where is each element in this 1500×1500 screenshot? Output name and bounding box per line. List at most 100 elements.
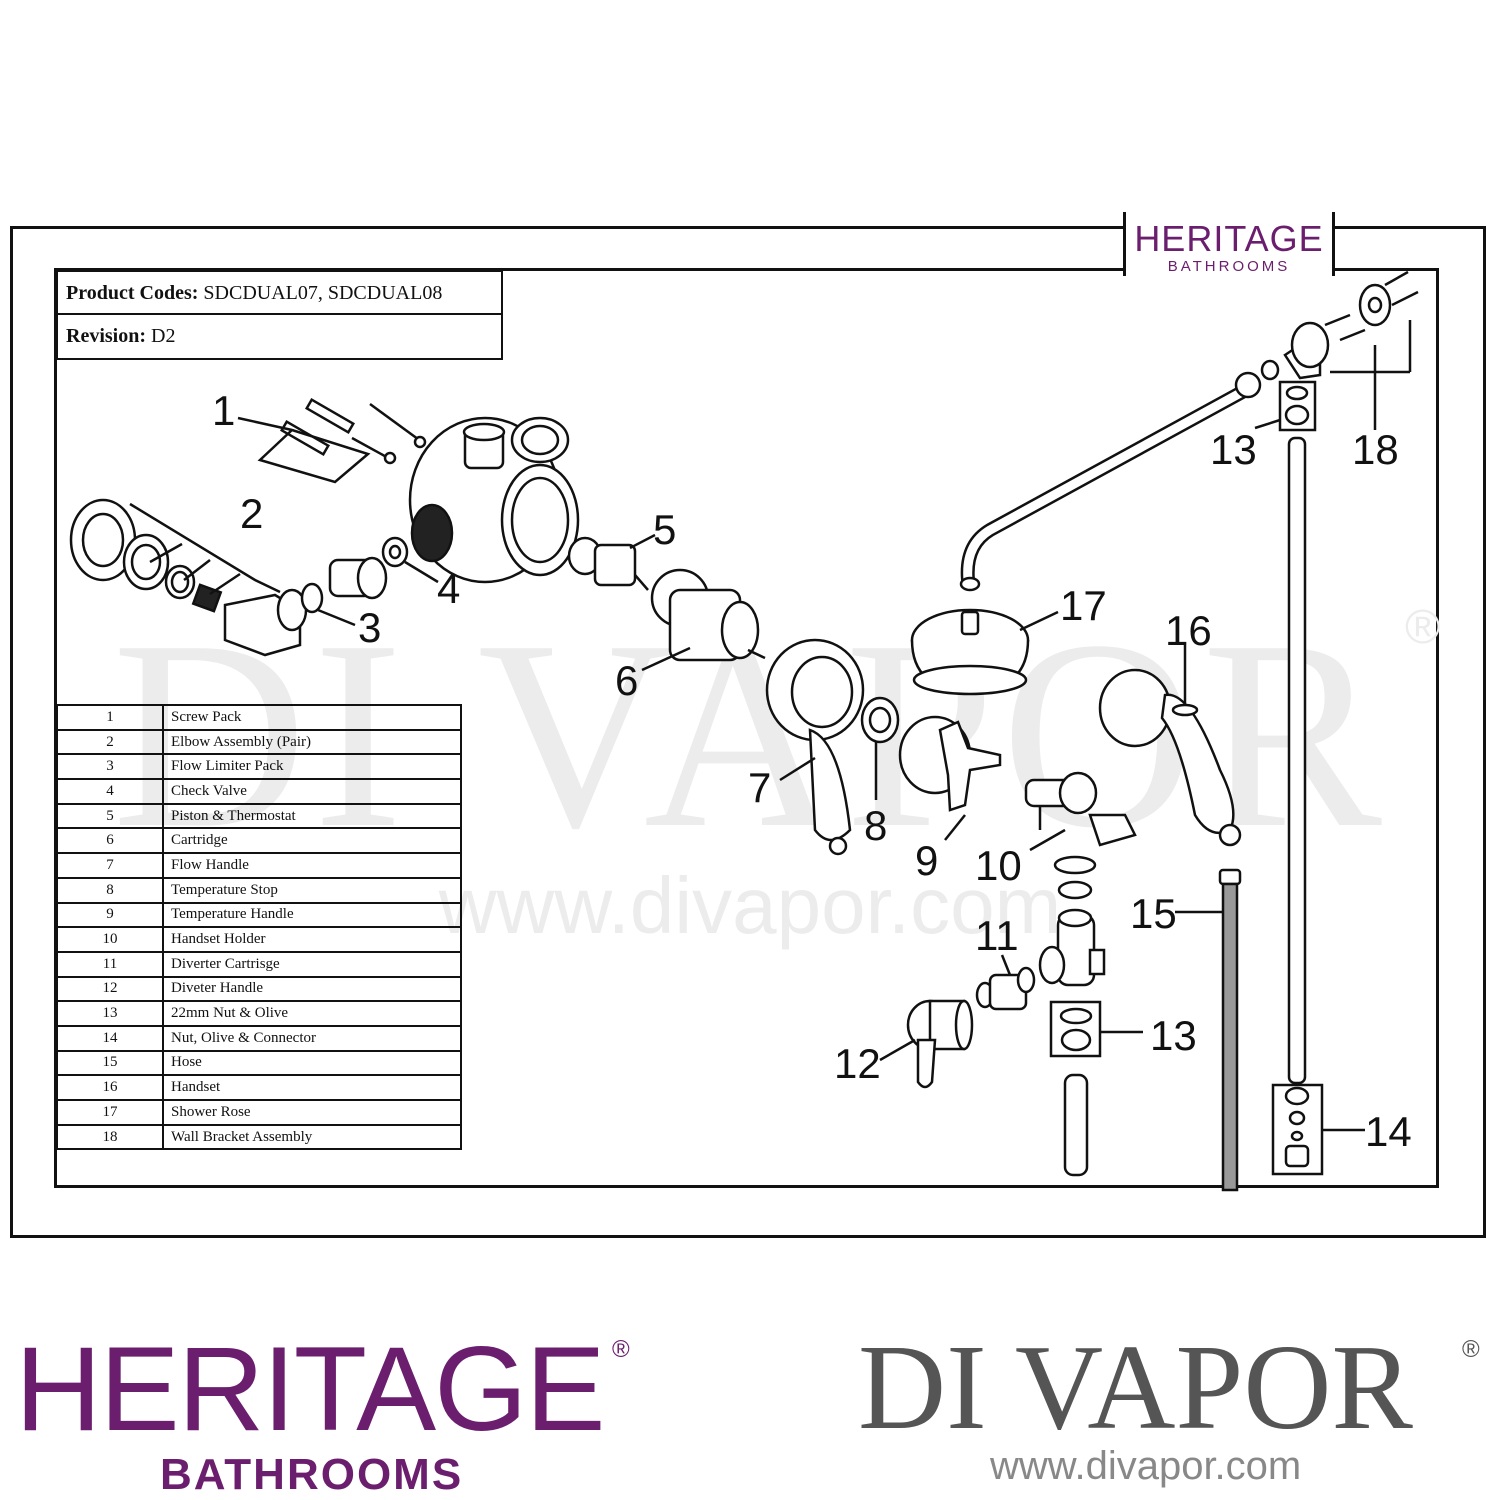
part-number: 12 [56,975,164,1003]
callout-11: 11 [975,912,1019,959]
part-number: 18 [56,1123,164,1151]
watermark-reg-mark: ® [1405,601,1441,654]
part-number: 1 [56,704,164,731]
part-name: Elbow Assembly (Pair) [162,728,462,756]
divapor-reg-mark: ® [1462,1336,1480,1363]
part-name: Diverter Cartrisge [162,950,462,978]
bathrooms-wordmark: BATHROOMS [160,1450,464,1499]
part-number: 3 [56,753,164,781]
callout-15: 15 [1130,890,1177,937]
part-number: 7 [56,852,164,879]
heritage-logo-top: HERITAGE BATHROOMS [1123,212,1335,276]
callout-16: 16 [1165,607,1212,654]
heritage-reg-mark: ® [612,1336,630,1363]
piston-thermostat-drawing [567,533,656,591]
part-name: Check Valve [162,778,462,805]
cartridge-drawing [641,568,766,672]
diverter-body-drawing [1038,855,1106,987]
part-name: Handset Holder [162,926,462,953]
part-name: Nut, Olive & Connector [162,1024,462,1052]
part-name: 22mm Nut & Olive [162,1000,462,1027]
valve-body-drawing [408,416,580,584]
part-name: Temperature Stop [162,876,462,904]
callout-3: 3 [358,604,381,651]
callout-13-lower: 13 [1150,1012,1197,1059]
part-name: Piston & Thermostat [162,802,462,830]
screw-pack-drawing [237,397,427,484]
watermark-url: www.divapor.com [438,861,1062,950]
heritage-logo-footer: HERITAGE [15,1322,606,1456]
hose-drawing [1175,868,1242,1192]
part-number: 15 [56,1049,164,1077]
nut-olive-box-upper [1254,380,1317,432]
callout-17: 17 [1060,582,1107,629]
callout-4: 4 [437,565,460,612]
product-codes-box: Product Codes: SDCDUAL07, SDCDUAL08 [56,270,503,315]
callout-9: 9 [915,837,938,884]
part-name: Diveter Handle [162,975,462,1003]
diverter-handle-drawing [879,999,974,1089]
part-number: 9 [56,901,164,929]
temperature-handle-drawing [898,715,1002,841]
callout-6: 6 [615,657,638,704]
flow-handle-drawing [765,638,865,856]
inner-frame [54,268,1439,1188]
part-name: Cartridge [162,827,462,855]
part-name: Handset [162,1074,462,1101]
callout-8: 8 [864,802,887,849]
part-number: 5 [56,802,164,830]
callout-13-upper: 13 [1210,426,1257,473]
handset-holder-drawing [1024,771,1137,852]
part-name: Screw Pack [162,704,462,731]
check-valve-drawing [328,536,439,600]
product-codes-value: SDCDUAL07, SDCDUAL08 [203,282,443,304]
part-name: Shower Rose [162,1099,462,1126]
callout-2: 2 [240,490,263,537]
flow-limiter-drawing [300,582,356,627]
callout-labels: 1 2 3 4 5 6 7 8 9 10 11 12 13 13 14 15 1… [212,387,1412,1155]
part-number: 10 [56,926,164,953]
wall-bracket-drawing [1234,270,1419,430]
callout-18: 18 [1352,426,1399,473]
callout-1: 1 [212,387,235,434]
divapor-url: www.divapor.com [990,1444,1302,1488]
revision-label: Revision: [66,325,146,347]
elbow-assembly-drawing [69,498,308,657]
part-name: Hose [162,1049,462,1077]
callout-14: 14 [1365,1108,1412,1155]
part-name: Flow Limiter Pack [162,753,462,781]
diverter-pipe [1063,1073,1089,1177]
part-number: 2 [56,728,164,756]
diverter-cartridge-drawing [975,954,1036,1011]
part-number: 8 [56,876,164,904]
part-number: 6 [56,827,164,855]
part-number: 11 [56,950,164,978]
part-name: Flow Handle [162,852,462,879]
part-number: 14 [56,1024,164,1052]
temperature-stop-drawing [860,696,900,800]
brand-subtitle: BATHROOMS [1167,258,1291,275]
revision-box: Revision: D2 [56,315,503,360]
brand-name: HERITAGE [1134,218,1324,259]
handset-drawing [1098,645,1242,847]
part-number: 4 [56,778,164,805]
callout-10: 10 [975,842,1022,889]
